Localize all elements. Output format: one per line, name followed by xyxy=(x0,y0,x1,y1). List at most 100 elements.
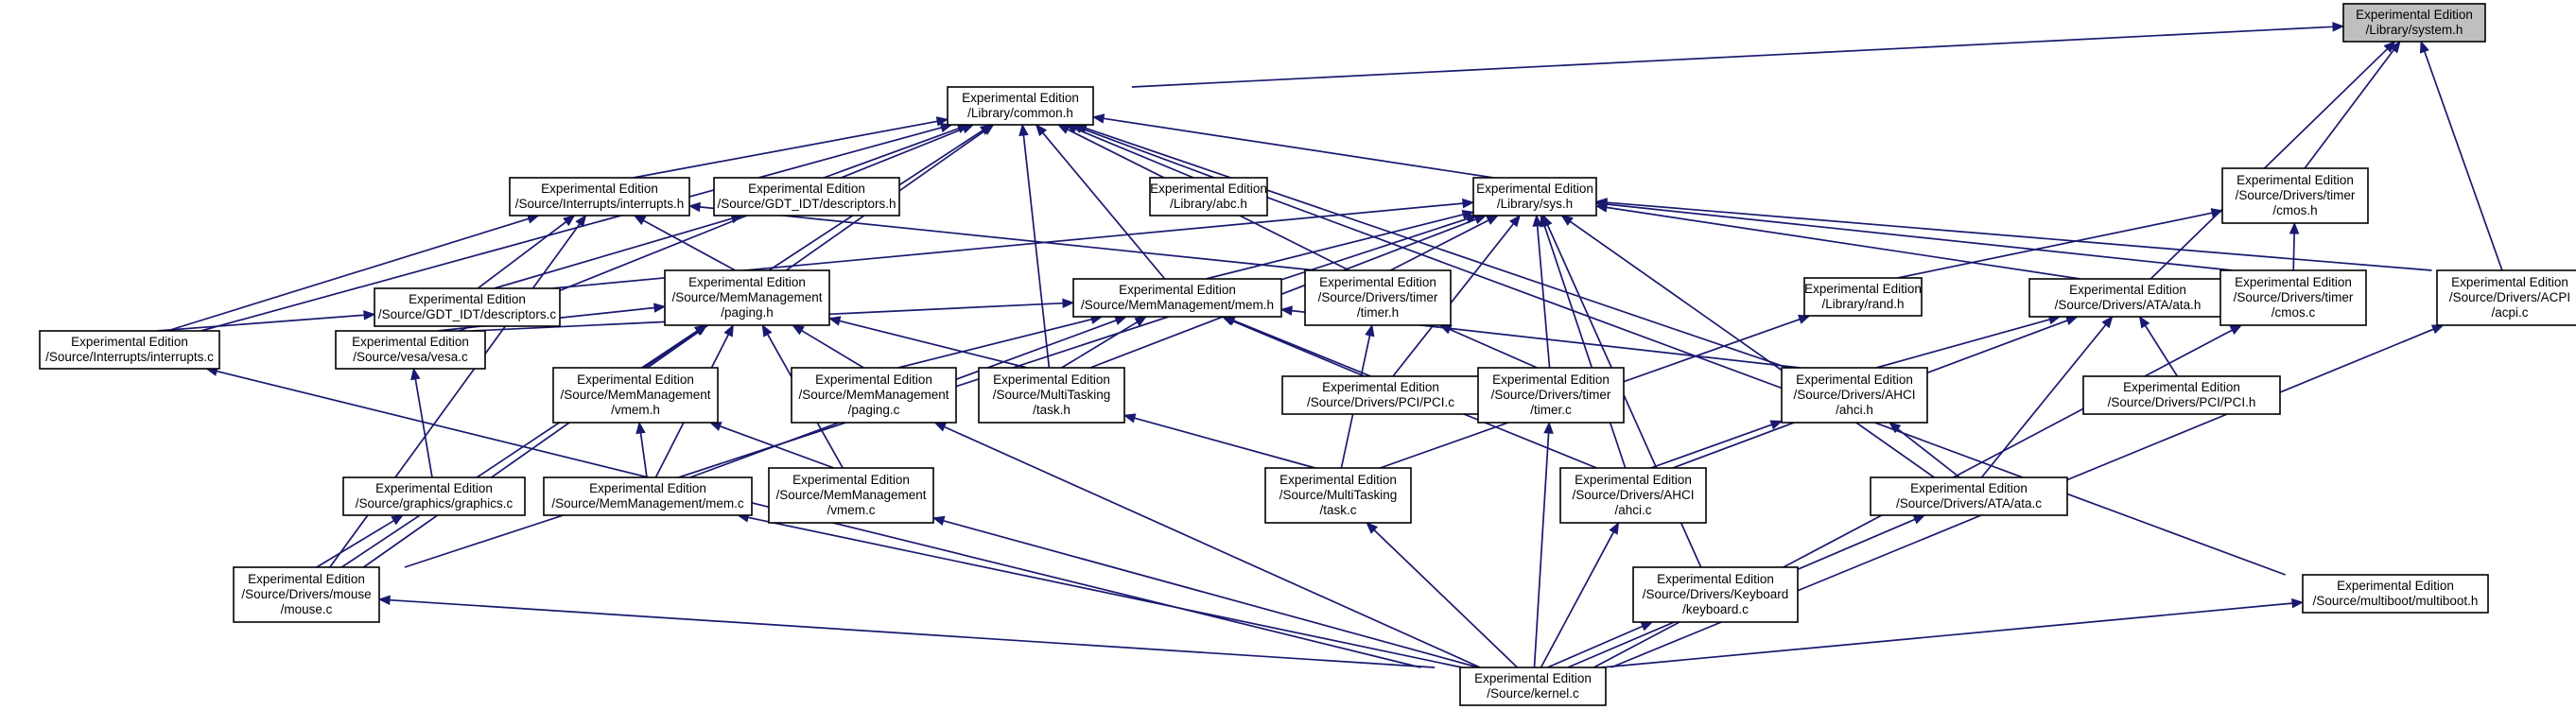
node-box xyxy=(1559,467,1707,524)
node-ahci_h[interactable]: Experimental Edition/Source/Drivers/AHCI… xyxy=(1781,367,1928,424)
edge-kernel_c-to-vmem_c xyxy=(943,519,1479,668)
node-label-line: /timer.c xyxy=(1530,403,1572,417)
node-label-line: Experimental Edition xyxy=(2235,275,2352,289)
node-label-line: /Source/MemManagement xyxy=(560,388,710,402)
node-timer_c[interactable]: Experimental Edition/Source/Drivers/time… xyxy=(1477,367,1625,424)
edge-graphics_c-to-vesa_c xyxy=(414,378,433,478)
node-label-line: Experimental Edition xyxy=(993,372,1110,387)
node-label-line: /Source/Drivers/timer xyxy=(1318,290,1438,304)
edge-paging_h-to-interrupts_h xyxy=(643,219,736,271)
node-graphics_c[interactable]: Experimental Edition/Source/graphics/gra… xyxy=(342,476,526,516)
node-timer_h[interactable]: Experimental Edition/Source/Drivers/time… xyxy=(1304,269,1452,326)
node-common_h[interactable]: Experimental Edition/Library/common.h xyxy=(947,86,1094,126)
edge-ahci_h-to-common_h xyxy=(1085,127,1788,369)
node-timer_cmos_h[interactable]: Experimental Edition/Source/Drivers/time… xyxy=(2221,167,2369,224)
node-label-line: Experimental Edition xyxy=(1796,372,1913,387)
node-label-line: /timer.h xyxy=(1357,305,1399,320)
node-pci_h[interactable]: Experimental Edition/Source/Drivers/PCI/… xyxy=(2082,375,2281,415)
node-label-line: Experimental Edition xyxy=(962,91,1079,105)
node-label-line: Experimental Edition xyxy=(352,335,469,349)
node-ata_c[interactable]: Experimental Edition/Source/Drivers/ATA/… xyxy=(1870,476,2068,516)
node-label-line: /Library/abc.h xyxy=(1170,197,1247,211)
node-mem_h[interactable]: Experimental Edition/Source/MemManagemen… xyxy=(1072,278,1282,318)
edge-pci_c-to-mem_h xyxy=(1231,320,1366,377)
node-mouse_c[interactable]: Experimental Edition/Source/Drivers/mous… xyxy=(233,566,380,623)
node-label-line: /Source/MemManagement/mem.c xyxy=(551,496,744,511)
node-label-line: /Source/Drivers/Keyboard xyxy=(1643,587,1789,601)
node-label-line: /cmos.h xyxy=(2272,203,2317,217)
arrowhead-task_c xyxy=(1366,522,1379,534)
node-label-line: Experimental Edition xyxy=(2069,283,2186,297)
node-kernel_c[interactable]: Experimental Edition/Source/kernel.c xyxy=(1459,667,1607,706)
edge-mem_h-to-sys_h xyxy=(1205,214,1464,280)
node-keyboard_c[interactable]: Experimental Edition/Source/Drivers/Keyb… xyxy=(1632,566,1799,623)
node-multiboot_h[interactable]: Experimental Edition/Source/multiboot/mu… xyxy=(2302,574,2489,614)
node-box xyxy=(2436,269,2576,326)
edge-acpi_c-to-system_h xyxy=(2423,51,2503,271)
node-label-line: /Source/vesa/vesa.c xyxy=(353,350,468,364)
edge-vmem_c-to-vmem_h xyxy=(720,425,835,469)
arrowhead-common_h xyxy=(961,124,975,134)
arrowhead-graphics_c xyxy=(391,514,405,526)
node-label-line: /Source/MemManagement xyxy=(671,290,822,304)
node-pci_c[interactable]: Experimental Edition/Source/Drivers/PCI/… xyxy=(1281,375,1480,415)
arrowhead-sys_h xyxy=(1465,214,1479,224)
arrowhead-sys_h xyxy=(1509,214,1522,228)
node-system_h[interactable]: Experimental Edition/Library/system.h xyxy=(2342,3,2486,43)
node-label-line: /Source/Drivers/timer xyxy=(2236,188,2356,202)
node-box xyxy=(1149,177,1268,216)
node-label-line: Experimental Edition xyxy=(1575,473,1692,487)
node-label-line: Experimental Edition xyxy=(71,335,188,349)
edge-cmos_c-to-sys_h xyxy=(1606,203,2233,271)
node-box xyxy=(1281,375,1480,415)
node-label-line: /Source/GDT_IDT/descriptors.c xyxy=(378,307,557,321)
node-sys_h[interactable]: Experimental Edition/Library/sys.h xyxy=(1472,177,1597,216)
node-label-line: Experimental Edition xyxy=(2123,380,2240,394)
node-task_h[interactable]: Experimental Edition/Source/MultiTasking… xyxy=(978,367,1125,424)
node-label-line: /Library/common.h xyxy=(967,106,1073,120)
arrowhead-sys_h xyxy=(1594,198,1608,208)
arrowhead-interrupts_h xyxy=(688,201,701,213)
edge-task_h-to-paging_h xyxy=(839,320,1028,369)
edge-kernel_c-to-mem_c xyxy=(747,516,1463,668)
node-cmos_c[interactable]: Experimental Edition/Source/Drivers/time… xyxy=(2219,269,2367,326)
arrowhead-sys_h xyxy=(1542,214,1553,228)
arrowhead-common_h xyxy=(935,116,949,127)
arrowhead-paging_h xyxy=(653,303,667,313)
node-rand_h[interactable]: Experimental Edition/Library/rand.h xyxy=(1803,277,1923,317)
arrowhead-common_h xyxy=(1035,123,1048,137)
node-vmem_c[interactable]: Experimental Edition/Source/MemManagemen… xyxy=(768,467,934,524)
node-task_c[interactable]: Experimental Edition/Source/MultiTasking… xyxy=(1264,467,1412,524)
arrowhead-system_h xyxy=(2332,22,2345,32)
edge-descriptors_c-to-descriptors_h xyxy=(494,217,733,289)
arrowhead-timer_c xyxy=(1543,421,1554,434)
node-ahci_c[interactable]: Experimental Edition/Source/Drivers/AHCI… xyxy=(1559,467,1707,524)
node-interrupts_c[interactable]: Experimental Edition/Source/Interrupts/i… xyxy=(39,330,220,370)
node-box xyxy=(2342,3,2486,43)
node-box xyxy=(1072,278,1282,318)
node-paging_c[interactable]: Experimental Edition/Source/MemManagemen… xyxy=(791,367,957,424)
node-abc_h[interactable]: Experimental Edition/Library/abc.h xyxy=(1149,177,1268,216)
node-label-line: /ahci.h xyxy=(1836,403,1873,417)
node-mem_c[interactable]: Experimental Edition/Source/MemManagemen… xyxy=(543,476,753,516)
node-descriptors_c[interactable]: Experimental Edition/Source/GDT_IDT/desc… xyxy=(374,287,561,327)
nodes-layer: Experimental Edition/Library/system.hExp… xyxy=(39,3,2576,706)
edge-interrupts_h-to-common_h xyxy=(633,120,938,179)
arrowhead-system_h xyxy=(2389,40,2401,54)
node-acpi_c[interactable]: Experimental Edition/Source/Drivers/ACPI… xyxy=(2436,269,2576,326)
node-label-line: Experimental Edition xyxy=(1476,182,1593,196)
node-box xyxy=(2082,375,2281,415)
edge-ahci_h-to-ata_h xyxy=(1875,319,2050,369)
node-label-line: /Source/Drivers/timer xyxy=(1491,388,1611,402)
node-label-line: /Source/Interrupts/interrupts.c xyxy=(45,350,214,364)
node-box xyxy=(768,467,934,524)
edge-kernel_c-to-mouse_c xyxy=(389,598,1436,668)
node-vesa_c[interactable]: Experimental Edition/Source/vesa/vesa.c xyxy=(335,330,486,370)
node-vmem_h[interactable]: Experimental Edition/Source/MemManagemen… xyxy=(552,367,719,424)
node-paging_h[interactable]: Experimental Edition/Source/MemManagemen… xyxy=(664,269,830,326)
node-interrupts_h[interactable]: Experimental Edition/Source/Interrupts/i… xyxy=(509,177,690,216)
node-descriptors_h[interactable]: Experimental Edition/Source/GDT_IDT/desc… xyxy=(713,177,900,216)
node-label-line: /Source/MemManagement/mem.h xyxy=(1081,298,1274,312)
arrowhead-system_h xyxy=(2383,41,2396,53)
node-ata_h[interactable]: Experimental Edition/Source/Drivers/ATA/… xyxy=(2028,278,2227,318)
